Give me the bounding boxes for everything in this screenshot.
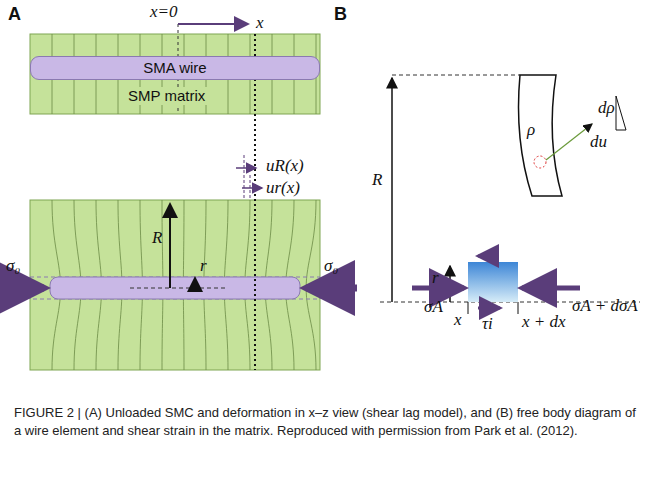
figure-caption: FIGURE 2 | (A) Unloaded SMC and deformat… <box>14 404 646 440</box>
stress-label: σ₀ <box>324 256 338 276</box>
matrix-band <box>30 34 320 114</box>
wire-body: SMA wire <box>30 56 320 80</box>
node-text: SMA wire <box>143 59 206 77</box>
shear-strain-element <box>519 75 563 196</box>
panel-letter: A <box>8 4 21 24</box>
radius-label: R <box>152 228 162 248</box>
radius-label: r <box>432 268 439 288</box>
stress-label: σA <box>424 297 443 317</box>
matrix-band: SMP matrix SMA wire <box>30 34 320 114</box>
node-text: SMP matrix <box>125 87 208 105</box>
axis-label: x <box>256 13 264 33</box>
displacement-label: ur(x) <box>266 178 300 198</box>
radius-label: R <box>372 170 382 190</box>
origin-label: x=0 <box>150 2 178 22</box>
displacement-label: du <box>590 132 607 152</box>
position-label: x + dx <box>522 312 566 332</box>
stress-label: σ₀ <box>6 256 20 276</box>
radius-label: ρ <box>527 120 535 140</box>
displacement-label: uR(x) <box>266 156 304 176</box>
shear-stress-label: τi <box>482 314 493 334</box>
matrix-band <box>30 200 320 370</box>
increment-label: dρ <box>598 98 615 118</box>
stress-label: σA + dσA <box>572 296 638 316</box>
panel-letter: B <box>334 4 347 24</box>
wire <box>50 277 300 299</box>
wire-element <box>468 262 518 302</box>
radius-label: r <box>200 256 207 276</box>
position-label: x <box>454 310 462 330</box>
